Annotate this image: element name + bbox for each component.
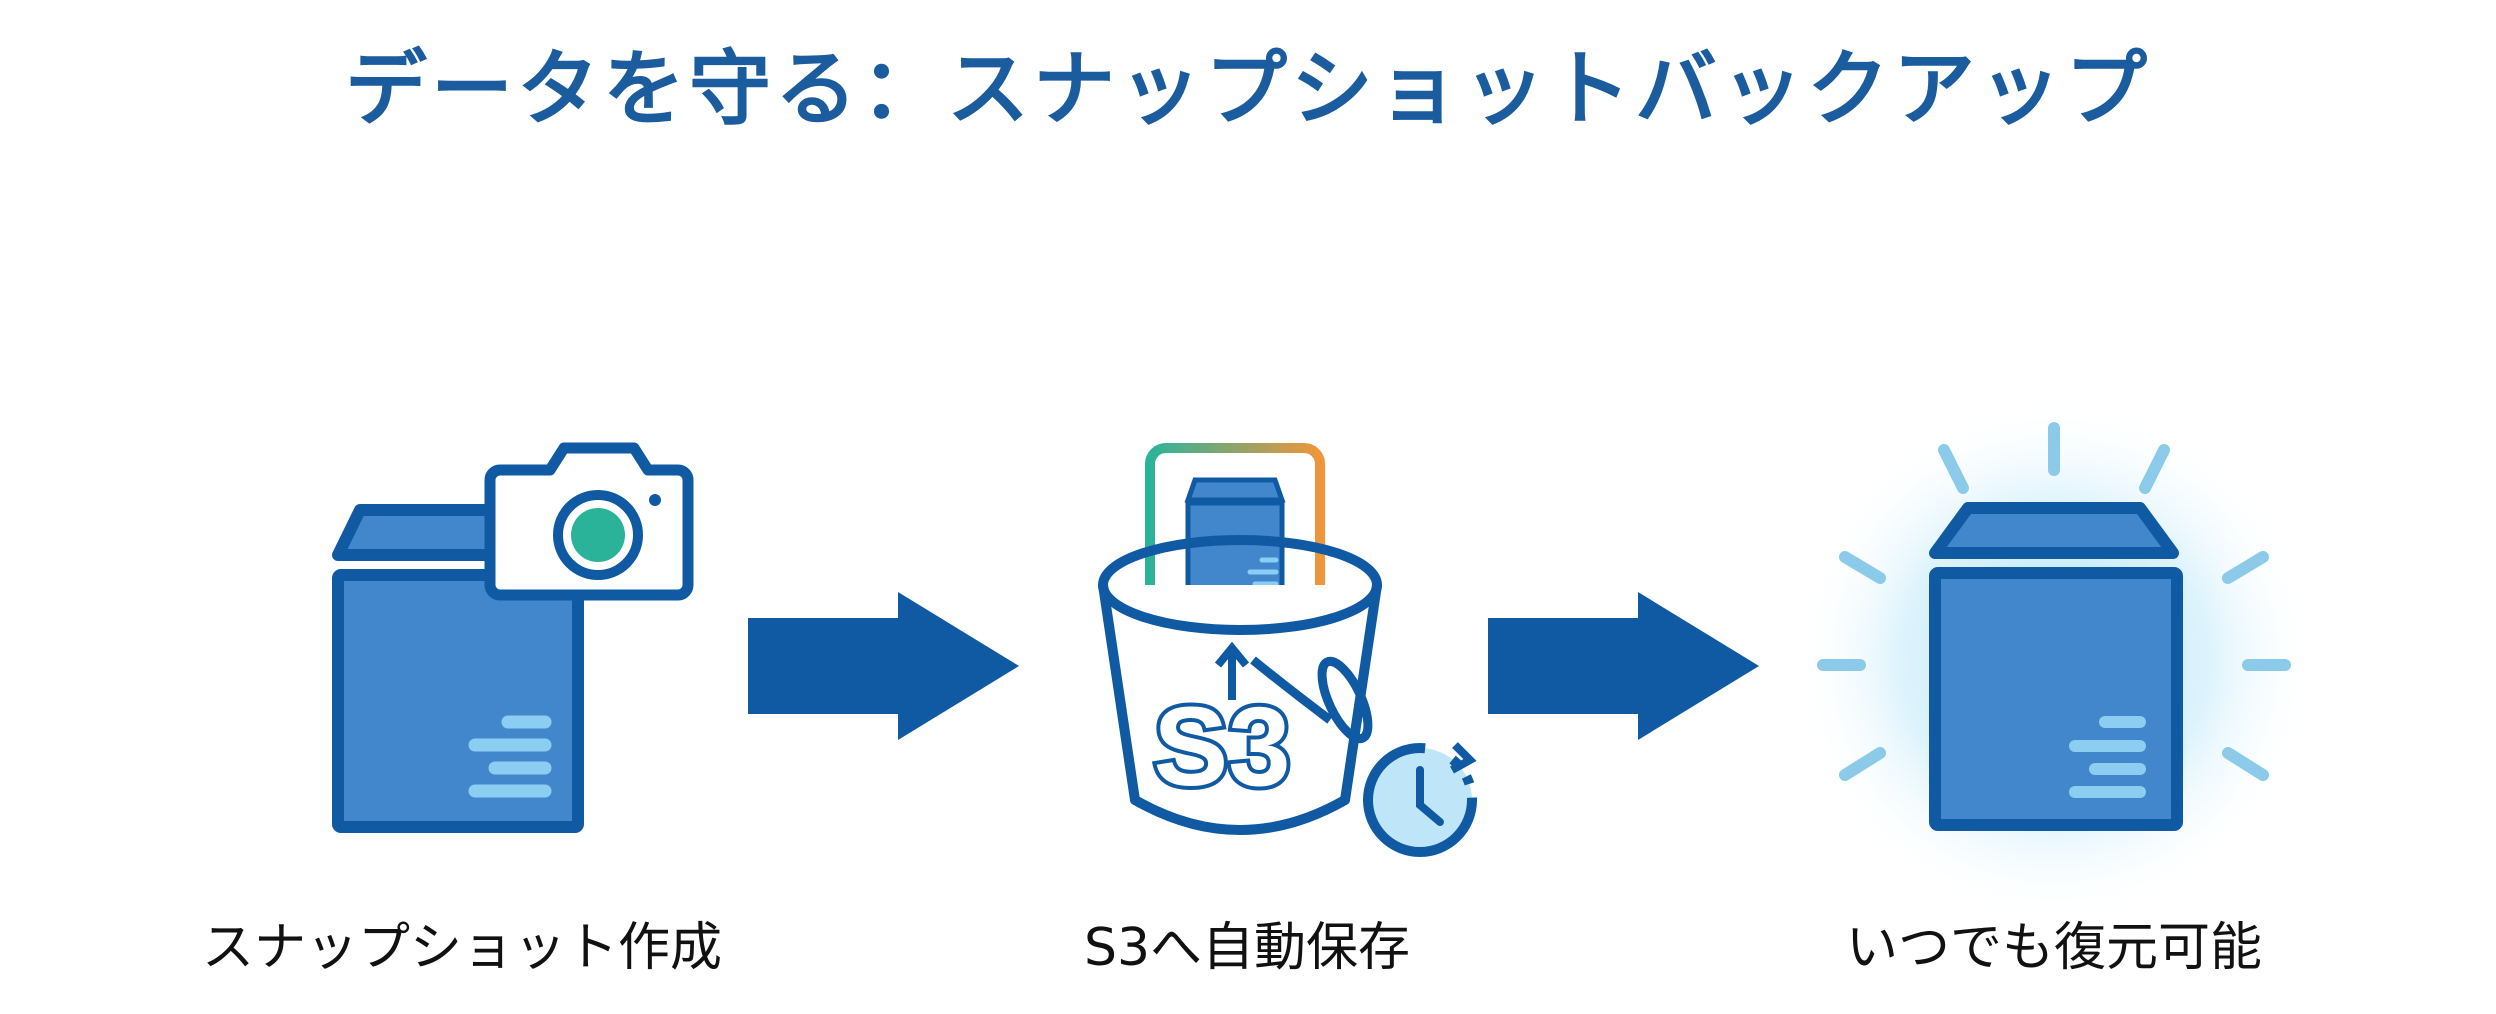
arrow-right-icon xyxy=(748,592,1019,740)
glowing-server-icon xyxy=(1795,400,2315,920)
glow-rays xyxy=(1817,422,2291,781)
clock-icon xyxy=(1363,742,1477,857)
step-label-s3: S3へ自動保存 xyxy=(1083,918,1411,978)
step-label-restore: いつでも復元可能 xyxy=(1845,918,2262,978)
arrow-right-icon xyxy=(1488,592,1759,740)
server-camera-icon xyxy=(332,442,694,833)
camera-icon xyxy=(484,442,694,601)
step-label-snapshot: スナップショット作成 xyxy=(201,918,722,978)
page-title: データを守る：スナップショットバックアップ xyxy=(344,42,2151,137)
bucket-label: S3 xyxy=(1154,684,1291,809)
s3-bucket-icon: S3 xyxy=(1098,443,1477,857)
